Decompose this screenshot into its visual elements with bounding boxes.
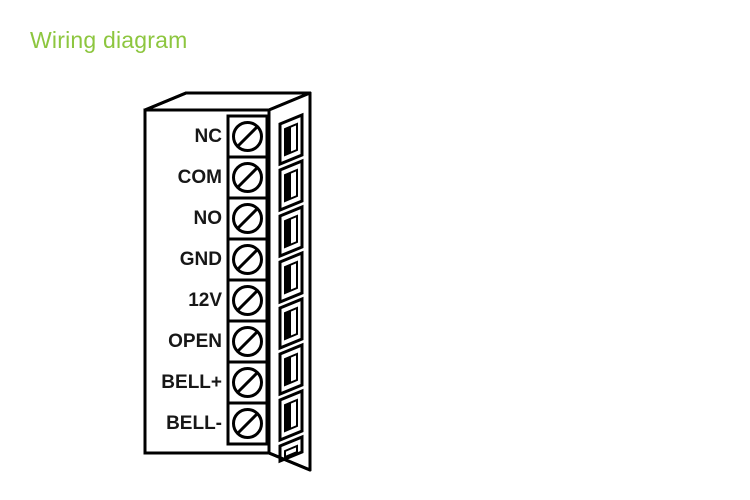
terminal-row-2: COM [178,155,269,200]
wire-entry-5 [278,296,304,351]
wire-entry-4 [278,250,304,305]
terminal-label-4: GND [180,249,222,270]
wire-entry-shadow-2 [285,172,291,201]
wire-entry-shadow-3 [285,218,291,247]
screw-slot-6 [236,330,259,353]
wire-entry-inner-8 [284,444,298,459]
wire-entry-shadow-1 [285,126,291,155]
terminal-row-4: GND [180,237,269,282]
wire-entry-shadow-5 [285,310,291,339]
wire-entry-3 [278,204,304,259]
screw-slot-4 [236,248,259,271]
page-title: Wiring diagram [30,27,188,53]
terminal-row-6: OPEN [168,319,269,364]
block-outline [143,91,312,472]
screw-slot-8 [236,412,259,435]
terminal-label-2: COM [178,167,222,188]
wire-entry-shadow-7 [285,402,291,431]
terminal-label-7: BELL+ [161,372,222,393]
terminal-label-3: NO [194,208,223,229]
screw-slot-7 [236,371,259,394]
terminal-row-7: BELL+ [161,360,269,405]
terminal-row-1: NC [195,114,269,159]
terminal-row-5: 12V [188,278,269,323]
terminal-label-1: NC [195,126,223,147]
wire-entry-shadow-4 [285,264,291,293]
wire-entry-6 [278,342,304,397]
screw-slot-5 [236,289,259,312]
screw-slot-3 [236,207,259,230]
terminal-label-8: BELL- [166,413,222,434]
wire-entry-1 [278,112,304,167]
wire-entry-7 [278,388,304,443]
wire-entry-shadow-6 [285,356,291,385]
screw-slot-1 [236,125,259,148]
screw-slot-2 [236,166,259,189]
terminal-label-6: OPEN [168,331,222,352]
terminal-label-5: 12V [188,290,222,311]
terminal-row-8: BELL- [166,401,269,446]
wire-entry-2 [278,158,304,213]
